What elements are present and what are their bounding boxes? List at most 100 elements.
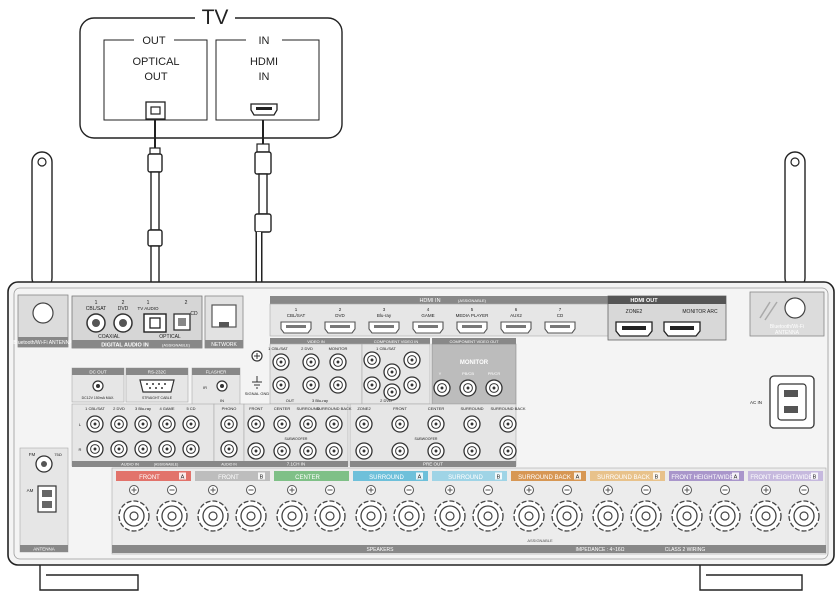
hdmi-in-6-jack[interactable] — [500, 321, 532, 334]
speaker-7-minus-terminal[interactable] — [630, 485, 662, 532]
phono-r-jack[interactable] — [220, 440, 238, 458]
preout-3-l-jack[interactable] — [427, 415, 445, 433]
video-jack-1[interactable] — [272, 353, 290, 371]
multich-3-l-jack[interactable] — [299, 415, 317, 433]
audio-in-1-r-jack[interactable] — [86, 440, 104, 458]
hdmi-monitor-arc-jack[interactable] — [663, 321, 701, 337]
video-jack-9[interactable] — [403, 351, 421, 369]
preout-1-r-jack[interactable] — [355, 442, 373, 460]
video-jack-10[interactable] — [363, 376, 381, 394]
speaker-9-minus-terminal[interactable] — [788, 485, 820, 532]
audio-in-2-l-jack[interactable] — [110, 415, 128, 433]
hdmi-in-1-jack[interactable] — [280, 321, 312, 334]
speaker-group-4-band — [353, 471, 428, 481]
audio-in-2-r-jack[interactable] — [110, 440, 128, 458]
speaker-group-8-label: FRONT HEIGHT/WIDE — [671, 475, 733, 481]
tv-in-mask — [246, 33, 282, 47]
multich-2-r-jack[interactable] — [273, 442, 291, 460]
preout-1-l-jack[interactable] — [355, 415, 373, 433]
video-jack-3[interactable] — [329, 353, 347, 371]
video-jack-7[interactable] — [363, 351, 381, 369]
speaker-9-plus-terminal[interactable] — [750, 485, 782, 532]
speakers-label: SPEAKERS — [367, 547, 395, 553]
coax-2-jack[interactable] — [113, 313, 133, 333]
optical-1-jack-with-plug[interactable] — [143, 313, 167, 333]
multich-3-r-jack[interactable] — [299, 442, 317, 460]
speaker-6-minus-terminal[interactable] — [551, 485, 583, 532]
network-port[interactable]: NETWORK — [204, 295, 244, 349]
audio-in-1-l-jack[interactable] — [86, 415, 104, 433]
video-jack-12[interactable] — [403, 376, 421, 394]
ac-inlet[interactable]: AC IN — [750, 375, 815, 429]
audio-in-5-r-jack[interactable] — [182, 440, 200, 458]
coax-1-jack[interactable] — [86, 313, 106, 333]
multich-4-l-jack[interactable] — [325, 415, 343, 433]
preout-3-r-jack[interactable] — [427, 442, 445, 460]
preout-4-l-jack[interactable] — [463, 415, 481, 433]
speaker-1-plus-terminal[interactable] — [118, 485, 150, 532]
speaker-5-plus-terminal[interactable] — [434, 485, 466, 532]
video-jack-11[interactable] — [383, 383, 401, 401]
multich-1-r-jack[interactable] — [247, 442, 265, 460]
video-jack-14[interactable] — [459, 379, 477, 397]
audio-in-4-l-jack[interactable] — [158, 415, 176, 433]
hdmi-in-7-jack[interactable] — [544, 321, 576, 334]
speaker-4-minus-terminal[interactable] — [393, 485, 425, 532]
video-jack-2[interactable] — [302, 353, 320, 371]
dc-out-jack[interactable] — [92, 380, 104, 392]
audio-in-3-r-jack[interactable] — [134, 440, 152, 458]
tv-optical-out-jack[interactable] — [145, 101, 166, 120]
speaker-6-plus-terminal[interactable] — [513, 485, 545, 532]
audio-in-3-l-jack[interactable] — [134, 415, 152, 433]
hdmi-in-7-num: 7 — [559, 307, 562, 312]
audio-in-4-r-jack[interactable] — [158, 440, 176, 458]
optical-2-jack[interactable] — [173, 313, 191, 331]
preout-2-r-jack[interactable] — [391, 442, 409, 460]
speaker-7-plus-terminal[interactable] — [592, 485, 624, 532]
speaker-4-plus-terminal[interactable] — [355, 485, 387, 532]
video-jack-4[interactable] — [272, 376, 290, 394]
signal-gnd-terminal[interactable]: SIGNAL GND — [245, 350, 270, 396]
speaker-8-plus-terminal[interactable] — [671, 485, 703, 532]
rs232c-port[interactable] — [139, 379, 175, 393]
video-jack-15[interactable] — [485, 379, 503, 397]
speaker-1-minus-terminal[interactable] — [156, 485, 188, 532]
tv-hdmi-in-jack[interactable] — [250, 103, 278, 116]
multich-2-l-jack[interactable] — [273, 415, 291, 433]
speaker-5-minus-terminal[interactable] — [472, 485, 504, 532]
speaker-2-minus-terminal[interactable] — [235, 485, 267, 532]
multich-1-l-jack[interactable] — [247, 415, 265, 433]
audio-in-5-l-jack[interactable] — [182, 415, 200, 433]
preout-5-l-jack[interactable] — [499, 415, 517, 433]
preout-4-r-jack[interactable] — [463, 442, 481, 460]
optical-2-num: 2 — [185, 300, 188, 306]
video-jack-5[interactable] — [302, 376, 320, 394]
speaker-8-minus-terminal[interactable] — [709, 485, 741, 532]
fm-antenna-jack[interactable] — [35, 455, 53, 473]
am-antenna-terminal[interactable] — [37, 485, 57, 513]
preout-col-1-label: ZONE2 — [357, 406, 371, 411]
tv-hdmi-in-line1: HDMI — [250, 56, 278, 68]
flasher-in-jack[interactable] — [216, 380, 228, 392]
speaker-group-1-badge: A — [181, 475, 185, 481]
video-jack-8[interactable] — [383, 363, 401, 381]
hdmi-in-3-jack[interactable] — [368, 321, 400, 334]
multich-4-r-jack[interactable] — [325, 442, 343, 460]
phono-l-jack[interactable] — [220, 415, 238, 433]
preout-col-3-label: CENTER — [428, 406, 445, 411]
video-jack-6[interactable] — [329, 376, 347, 394]
hdmi-zone2-jack[interactable] — [615, 321, 653, 337]
signal-gnd-label: SIGNAL GND — [245, 391, 270, 396]
hdmi-in-2-jack[interactable] — [324, 321, 356, 334]
speaker-2-plus-terminal[interactable] — [197, 485, 229, 532]
preout-5-r-jack[interactable] — [499, 442, 517, 460]
video-jack-13[interactable] — [433, 379, 451, 397]
speaker-3-plus-terminal[interactable] — [276, 485, 308, 532]
speaker-3-minus-terminal[interactable] — [314, 485, 346, 532]
hdmi-in-5-num: 5 — [471, 307, 474, 312]
hdmi-out-panel: HDMI OUT ZONE2 MONITOR ARC — [607, 295, 727, 341]
hdmi-in-5-jack[interactable] — [456, 321, 488, 334]
preout-2-l-jack[interactable] — [391, 415, 409, 433]
hdmi-in-4-jack[interactable] — [412, 321, 444, 334]
